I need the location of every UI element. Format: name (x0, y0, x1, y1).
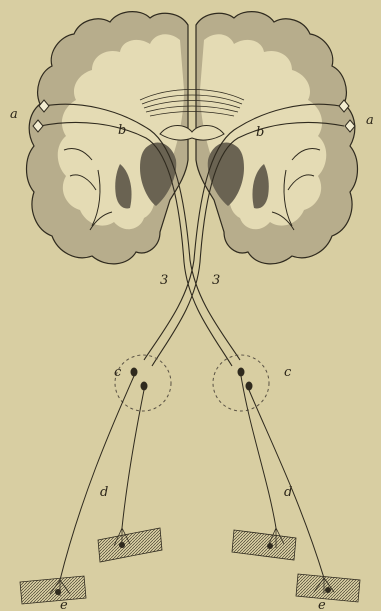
label-d-right: d (284, 485, 292, 500)
label-d-left: d (100, 485, 108, 500)
label-e-right: e (318, 598, 326, 611)
muscle-fiber-upper-right (232, 528, 296, 560)
muscle-fiber-lower-left (20, 576, 86, 604)
muscle-fiber-upper-left (98, 528, 162, 562)
muscle-fiber-lower-right (296, 574, 360, 602)
spinal-motor-neurons (131, 368, 253, 391)
left-hemisphere (27, 12, 189, 264)
label-b-right: b (256, 125, 264, 140)
label-3-left: 3 (160, 273, 168, 288)
label-a-right: a (366, 113, 374, 128)
label-c-left: c (114, 365, 122, 380)
label-c-right: c (284, 365, 292, 380)
label-a-left: a (10, 107, 18, 122)
label-e-left: e (60, 598, 68, 611)
right-spinal-region (213, 355, 269, 411)
label-3-right: 3 (212, 273, 220, 288)
right-hemisphere (196, 12, 358, 264)
lateral-ventricles (160, 126, 224, 141)
label-b-left: b (118, 123, 126, 138)
